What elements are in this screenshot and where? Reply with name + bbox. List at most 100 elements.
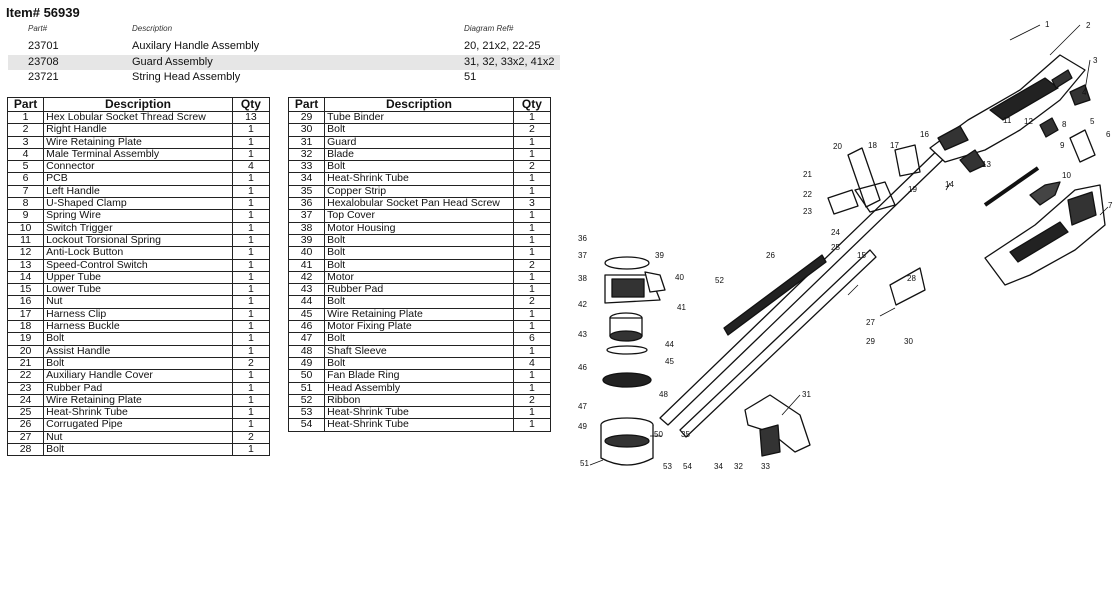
quantity-cell: 1 <box>231 197 271 211</box>
part-number-cell: 47 <box>287 332 326 346</box>
callout-label: 32 <box>734 462 743 471</box>
description-cell: Ribbon <box>324 393 514 408</box>
callout-label: 1 <box>1045 20 1050 29</box>
callout-label: 38 <box>578 274 587 283</box>
quantity-cell: 13 <box>231 110 271 125</box>
part-number-cell: 3 <box>6 135 45 149</box>
callout-label: 8 <box>1062 120 1067 129</box>
part-number-cell: 29 <box>287 110 326 125</box>
quantity-cell: 4 <box>512 356 552 371</box>
callout-label: 53 <box>663 462 672 471</box>
quantity-cell: 1 <box>512 246 552 260</box>
description-cell: Bolt <box>43 443 233 457</box>
callout-label: 4 <box>1082 88 1087 97</box>
quantity-cell: 2 <box>512 295 552 309</box>
quantity-cell: 4 <box>231 160 271 174</box>
part-number-cell: 2 <box>6 123 45 137</box>
corrugated-pipe-illustration <box>723 254 827 336</box>
part-number-cell: 12 <box>6 246 45 260</box>
callout-label: 25 <box>831 243 840 252</box>
description-cell: Rubber Pad <box>43 381 233 395</box>
callout-label: 30 <box>904 337 913 346</box>
callout-label: 12 <box>1024 117 1033 126</box>
assembly-part-number: 23708 <box>28 56 59 68</box>
quantity-cell: 3 <box>512 197 552 211</box>
part-number-cell: 41 <box>287 258 326 272</box>
callout-label: 48 <box>659 390 668 399</box>
part-number-cell: 8 <box>6 197 45 211</box>
callout-label: 15 <box>857 251 866 260</box>
quantity-cell: 1 <box>231 172 271 186</box>
part-number-cell: 52 <box>287 393 326 408</box>
description-cell: Fan Blade Ring <box>324 369 514 383</box>
description-cell: Bolt <box>43 332 233 346</box>
part-number-cell: 25 <box>6 406 45 420</box>
description-cell: Guard <box>324 135 514 149</box>
quantity-cell: 1 <box>512 209 552 223</box>
part-number-cell: 45 <box>287 307 326 322</box>
part-number-cell: 24 <box>6 393 45 408</box>
quantity-cell: 6 <box>512 332 552 346</box>
callout-label: 14 <box>945 180 954 189</box>
part-number-cell: 16 <box>6 295 45 309</box>
quantity-cell: 2 <box>231 356 271 371</box>
callout-label: 29 <box>866 337 875 346</box>
callout-label: 24 <box>831 228 840 237</box>
quantity-cell: 1 <box>512 184 552 199</box>
quantity-cell: 1 <box>231 393 271 408</box>
part-number-cell: 17 <box>6 307 45 322</box>
callout-label: 33 <box>761 462 770 471</box>
quantity-cell: 1 <box>231 320 271 334</box>
part-number-cell: 54 <box>287 418 326 432</box>
assembly-diagram-ref: 20, 21x2, 22-25 <box>464 40 541 52</box>
callout-label: 9 <box>1060 141 1065 150</box>
description-cell: Heat-Shrink Tube <box>324 418 514 432</box>
description-cell: Nut <box>43 295 233 309</box>
quantity-cell: 1 <box>231 283 271 297</box>
description-cell: Corrugated Pipe <box>43 418 233 432</box>
assembly-header-description: Description <box>132 24 173 33</box>
callout-label: 19 <box>908 185 917 194</box>
column-header-qty: Qty <box>512 97 552 112</box>
quantity-cell: 1 <box>231 406 271 420</box>
motor-head-illustration <box>600 256 666 466</box>
part-number-cell: 44 <box>287 295 326 309</box>
description-cell: Motor Housing <box>324 221 514 235</box>
callout-label: 49 <box>578 422 587 431</box>
callout-label: 50 <box>654 430 663 439</box>
description-cell: Upper Tube <box>43 270 233 285</box>
description-cell: Nut <box>43 430 233 445</box>
description-cell: Spring Wire <box>43 209 233 223</box>
callout-label: 5 <box>1090 117 1095 126</box>
callout-label: 42 <box>578 300 587 309</box>
callout-label: 21 <box>803 170 812 179</box>
callout-label: 54 <box>683 462 692 471</box>
part-number-cell: 40 <box>287 246 326 260</box>
callout-label: 52 <box>715 276 724 285</box>
assembly-part-number: 23721 <box>28 71 59 83</box>
part-number-cell: 42 <box>287 270 326 285</box>
callout-label: 47 <box>578 402 587 411</box>
assembly-row: 23701 Auxilary Handle Assembly 20, 21x2,… <box>8 39 560 54</box>
